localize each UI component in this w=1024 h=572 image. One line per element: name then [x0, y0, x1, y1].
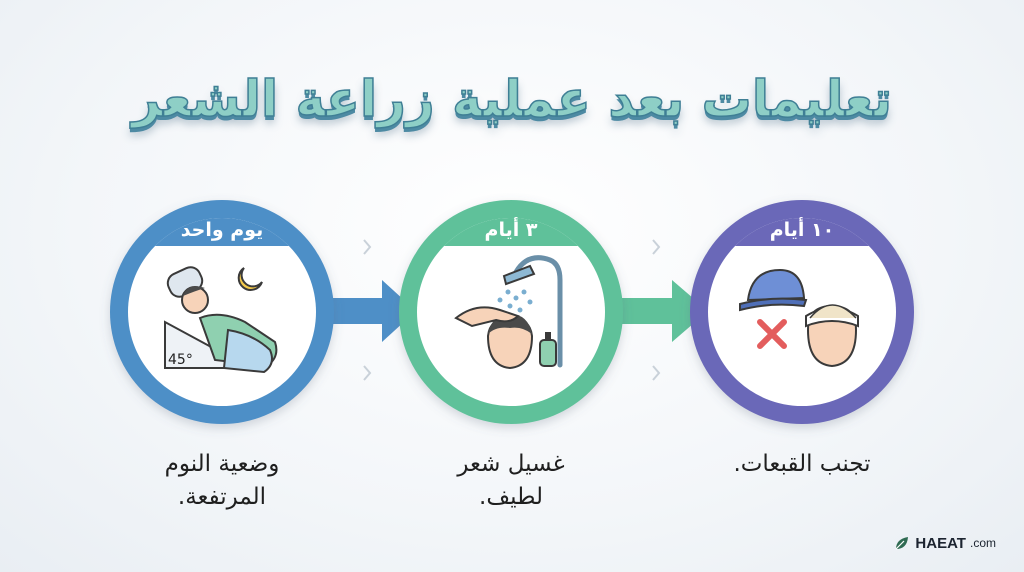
avoid-caps-icon: [739, 268, 859, 368]
step-3-caption: تجنب القبعات.: [682, 448, 922, 481]
chevron-decor: [363, 239, 661, 381]
page-title: تعليمات بعد عملية زراعة الشعر: [131, 69, 892, 129]
logo-name: HAEAT: [915, 534, 966, 552]
arrow-connector-2: [612, 280, 708, 342]
step-2-caption-line2: لطيف.: [479, 484, 543, 510]
step-3-duration: ١٠ أيام: [770, 217, 835, 241]
brand-logo: HAEAT.com: [893, 534, 996, 552]
step-2-caption-line1: غسيل شعر: [457, 451, 565, 477]
step-1-duration: يوم واحد: [181, 219, 264, 241]
logo-domain: .com: [969, 536, 996, 550]
step-2-caption: غسيل شعر لطيف.: [391, 448, 631, 514]
step-3: ١٠ أيام: [690, 200, 914, 424]
step-1-caption-line1: وضعية النوم: [164, 451, 280, 477]
step-1: يوم واحد 45°: [110, 200, 334, 424]
angle-label: 45°: [168, 352, 193, 368]
step-1-caption-line2: المرتفعة.: [177, 484, 267, 510]
gentle-hair-wash-icon: [454, 255, 563, 370]
leaf-icon: [895, 537, 909, 550]
step-2-duration: ٣ أيام: [485, 217, 538, 241]
step-2: ٣ أيام: [399, 200, 623, 424]
step-1-caption: وضعية النوم المرتفعة.: [102, 448, 342, 514]
close-icon: [757, 319, 787, 349]
step-3-caption-line1: تجنب القبعات.: [733, 451, 871, 477]
sleeping-elevated-icon: 45°: [164, 266, 278, 374]
